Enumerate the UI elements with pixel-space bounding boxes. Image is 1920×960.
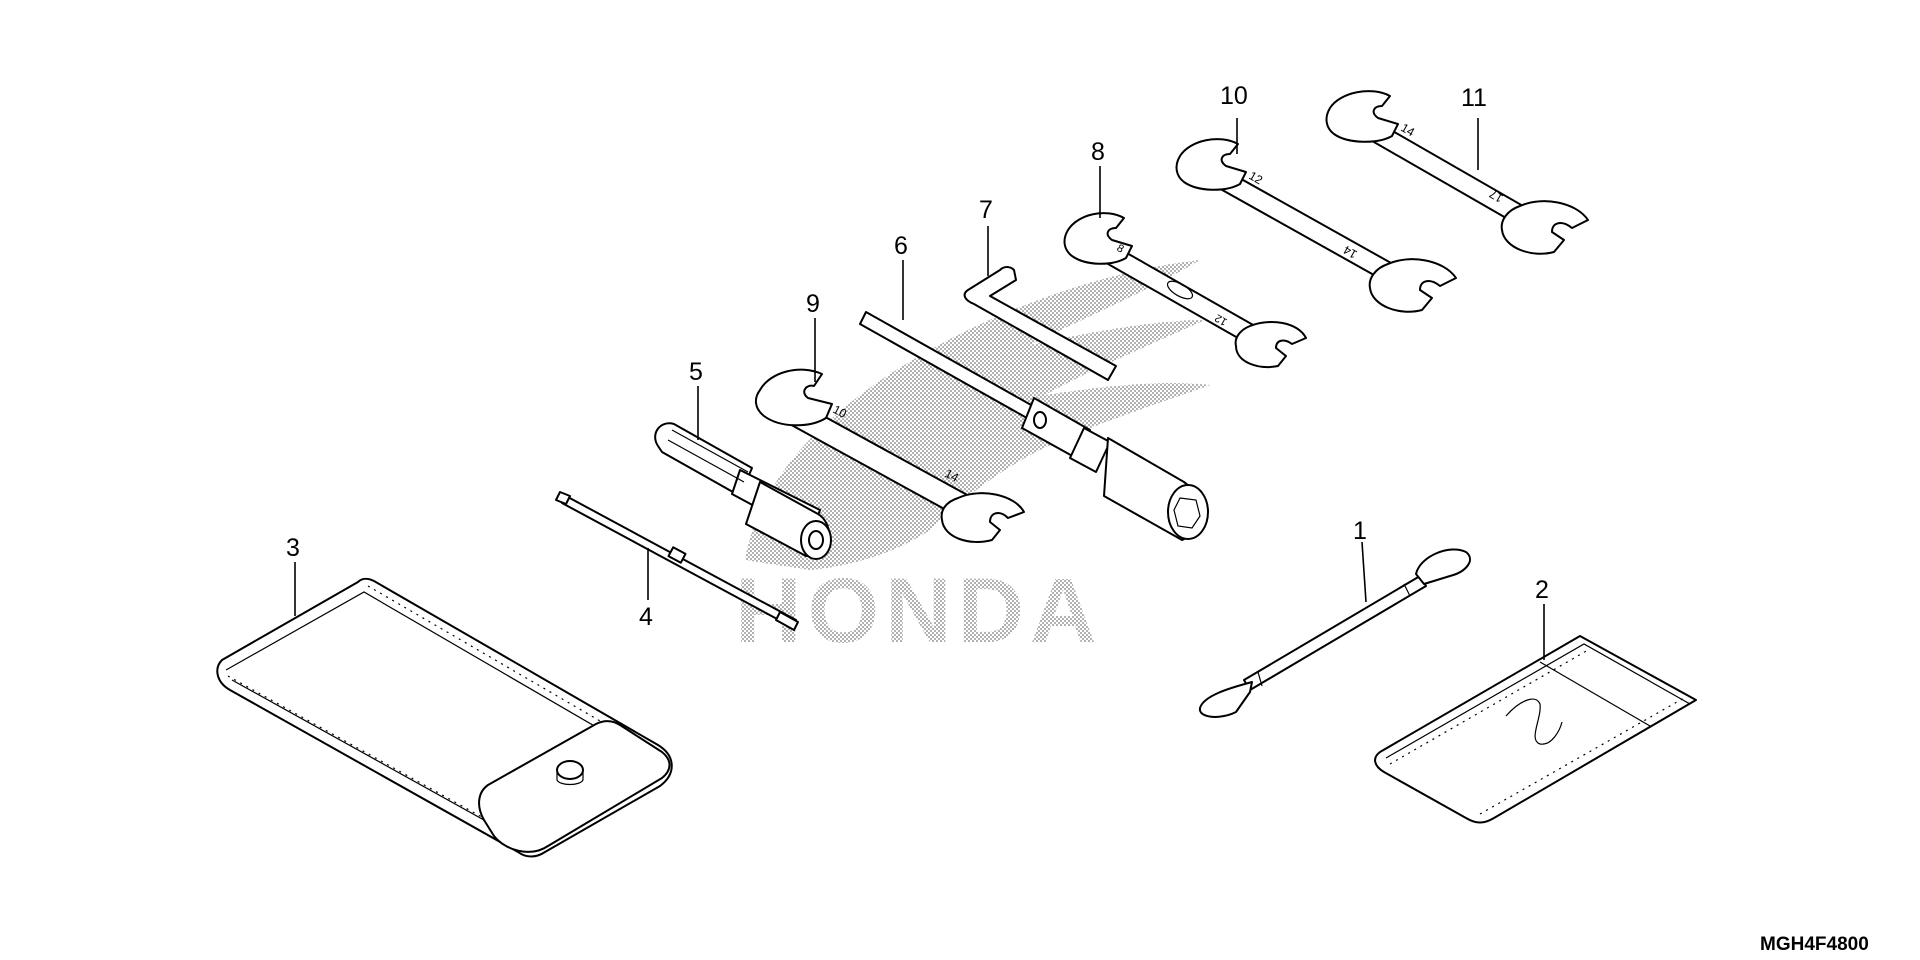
- socket-handle: [654, 422, 832, 560]
- hook-wire-tool: [1198, 548, 1471, 718]
- wrench-14x17: 14 17: [1325, 90, 1589, 255]
- callout-9: 9: [806, 290, 820, 318]
- callout-6: 6: [894, 232, 908, 260]
- callout-2: 2: [1535, 576, 1549, 604]
- wrench8-size-large: 12: [1213, 311, 1230, 328]
- wing-logo-watermark: [745, 260, 1210, 570]
- honda-watermark: HONDA: [735, 260, 1210, 662]
- callout-4: 4: [639, 603, 653, 631]
- tool-bag: [216, 577, 673, 858]
- wrench9-size-large: 14: [943, 466, 962, 485]
- wrench-10x14: 10 14: [754, 368, 1025, 543]
- callout-5: 5: [689, 358, 703, 386]
- card-sleeve: [1374, 635, 1697, 824]
- callout-8: 8: [1091, 138, 1105, 166]
- watermark-text: HONDA: [735, 560, 1102, 662]
- wrench10-size-large: 14: [1341, 243, 1360, 262]
- wrench8-size-small: 8: [1115, 242, 1126, 255]
- wrench11-size-large: 17: [1487, 187, 1506, 206]
- callout-11: 11: [1461, 84, 1487, 112]
- box-socket-wrench: [859, 311, 1209, 541]
- callout-10: 10: [1220, 82, 1248, 110]
- wrench-12x14: 12 14: [1175, 138, 1457, 313]
- callouts: 1 2 3 4 5 6 7 8 9 10 11: [286, 82, 1549, 631]
- callout-3: 3: [286, 534, 300, 562]
- diagram-code: MGH4F4800: [1760, 934, 1869, 955]
- wrench10-size-small: 12: [1247, 168, 1266, 187]
- wrench11-size-small: 14: [1399, 120, 1418, 139]
- callout-7: 7: [979, 196, 993, 224]
- screwdriver: [555, 491, 799, 631]
- callout-1: 1: [1353, 517, 1367, 545]
- leader-lines: [294, 118, 1545, 660]
- hex-key: [963, 266, 1117, 381]
- wrench9-size-small: 10: [831, 402, 850, 421]
- wrench-8x12: 8 12: [1063, 212, 1307, 368]
